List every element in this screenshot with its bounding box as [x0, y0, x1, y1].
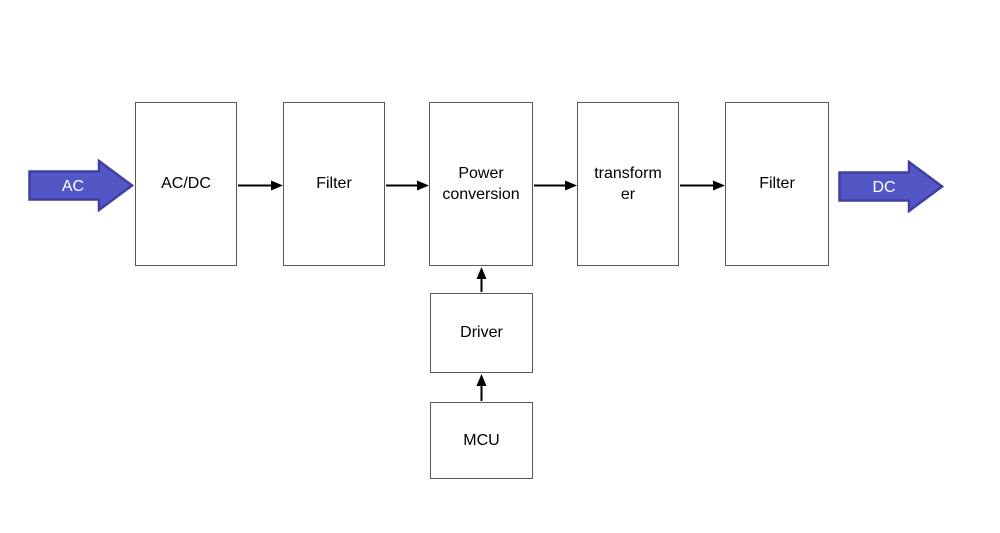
ac-input-arrow-icon: AC: [28, 159, 134, 212]
block-transformer: transform er: [577, 102, 679, 266]
block-power-conversion-label: Power conversion: [442, 164, 520, 203]
block-filter-output: Filter: [725, 102, 829, 266]
dc-output-label: DC: [872, 179, 895, 196]
block-filter-output-label: Filter: [759, 175, 795, 193]
block-driver: Driver: [430, 293, 533, 373]
block-driver-label: Driver: [460, 324, 503, 342]
block-acdc-label: AC/DC: [161, 175, 211, 193]
dc-output-arrow-icon: DC: [838, 160, 944, 213]
block-transformer-label: transform er: [594, 164, 662, 203]
block-filter-input-label: Filter: [316, 175, 352, 193]
ac-input-label: AC: [62, 178, 84, 195]
block-mcu-label: MCU: [463, 431, 500, 449]
right-arrow-shape-icon: [28, 159, 134, 212]
block-mcu: MCU: [430, 402, 533, 479]
block-acdc: AC/DC: [135, 102, 237, 266]
block-filter-input: Filter: [283, 102, 385, 266]
block-power-conversion: Power conversion: [429, 102, 533, 266]
right-arrow-shape-icon: [838, 160, 944, 213]
